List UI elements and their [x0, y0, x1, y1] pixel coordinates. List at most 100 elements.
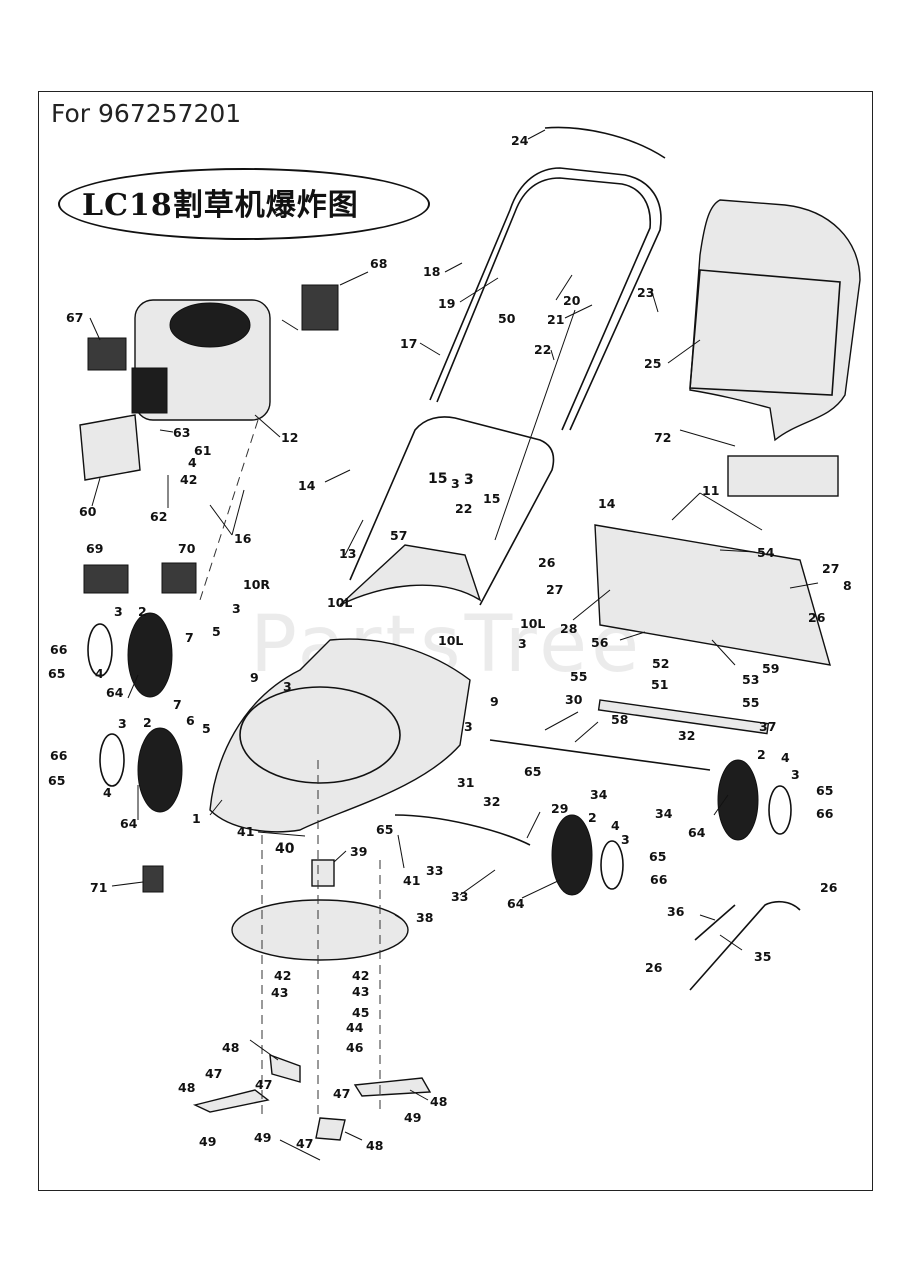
callout-3-bracket-right: 3: [518, 636, 527, 651]
callout-71: 70: [178, 541, 196, 556]
callout-56-left: 55: [570, 669, 587, 684]
callout-48-lower: 47: [296, 1136, 313, 1151]
part-36-rear-guard: [689, 900, 801, 991]
callout-72: 71: [90, 880, 107, 895]
part-1-deck: [209, 638, 471, 833]
callout-63: 62: [150, 509, 167, 524]
part-68-decal: [87, 337, 127, 371]
callout-21: 20: [563, 293, 581, 308]
callout-3-bracket-left: 3: [232, 601, 241, 616]
callout-16-left: 15: [428, 471, 447, 487]
callout-32: 31: [457, 775, 474, 790]
part-49-blade-left: [192, 1089, 270, 1113]
hub-cap-66-lower: [99, 733, 125, 787]
callout-31: 30: [565, 692, 583, 707]
part-14-lower-handle: [349, 416, 555, 606]
callout-10R: 10R: [243, 577, 270, 592]
callout-34-upper: 33: [426, 863, 443, 878]
wheel-front-left-lower: [137, 727, 183, 813]
callout-48-mid: 47: [255, 1077, 272, 1092]
part-18-upper-handle: [429, 167, 662, 431]
callout-68: 67: [66, 310, 83, 325]
callout-23-upper: 22: [534, 342, 551, 357]
callout-35-right: 34: [655, 806, 673, 821]
callout-50-left: 49: [199, 1134, 216, 1149]
callout-10L: 10L: [520, 616, 545, 631]
callout-11-right: 10L: [438, 633, 463, 648]
callout-7-lower: 7: [173, 697, 182, 712]
part-61-grill: [79, 414, 141, 481]
part-26-grass-bag-frame: [689, 269, 841, 396]
callout-52: 51: [651, 677, 668, 692]
callout-25: 24: [511, 133, 529, 148]
part-18-upper-handle-inner: [436, 177, 651, 431]
callout-33-right: 32: [678, 728, 695, 743]
callout-33-mid: 32: [483, 794, 500, 809]
part-26-grass-bag: [689, 199, 861, 442]
callout-45: 44: [346, 1020, 364, 1035]
callout-3-wheel-upper: 3: [114, 604, 123, 619]
callout-4-mid: 4: [611, 818, 620, 833]
part-31-rear-axle: [489, 739, 711, 771]
callout-40: 39: [350, 844, 367, 859]
part-30-front-axle: [394, 814, 531, 846]
callout-13: 12: [281, 430, 298, 445]
callout-27-flap: 26: [538, 555, 556, 570]
callout-12: 11: [702, 483, 719, 498]
part-13-engine-filter: [131, 367, 168, 414]
callout-3-deck-left: 3: [283, 679, 292, 694]
callout-65-mid: 64: [507, 896, 525, 911]
callout-23-lower: 22: [455, 501, 472, 516]
callout-67-right: 66: [816, 806, 834, 821]
callout-2-mid: 2: [588, 810, 597, 825]
callout-6: 6: [186, 713, 195, 728]
part-69-decal: [301, 284, 339, 331]
callout-3-right: 3: [791, 767, 800, 782]
part-72-decal: [142, 865, 164, 893]
callout-2-right: 2: [757, 747, 766, 762]
callout-37: 36: [667, 904, 685, 919]
callout-27-right: 26: [808, 610, 826, 625]
callout-3-wheel-lower: 3: [118, 716, 127, 731]
callout-65-right: 64: [688, 825, 706, 840]
callout-26: 25: [644, 356, 661, 371]
part-29-rear-flap: [594, 524, 831, 666]
callout-61: 60: [79, 504, 97, 519]
callout-42-top: 41: [237, 824, 254, 839]
callout-14: 13: [339, 546, 356, 561]
part-73-warning-decal: [727, 455, 839, 497]
callout-27-guard-bottom: 26: [645, 960, 663, 975]
callout-43-engine: 42: [180, 472, 197, 487]
callout-49-upper: 48: [222, 1040, 239, 1055]
callout-39: 38: [416, 910, 433, 925]
callout-65-upper: 64: [106, 685, 124, 700]
diagram-frame: [38, 91, 873, 1191]
callout-41: 40: [275, 841, 295, 857]
callout-67-lower: 66: [50, 748, 68, 763]
title-ellipse: [58, 168, 430, 240]
callout-3-handle-right: 3: [464, 472, 474, 488]
part-39-blade-plate: [231, 899, 409, 961]
assembly-line-4: [199, 419, 259, 601]
part-22-cable: [494, 309, 576, 541]
callout-44-left: 43: [271, 985, 288, 1000]
callout-47: 46: [346, 1040, 364, 1055]
callout-66-deck: 65: [376, 822, 393, 837]
diagram-title: LC18割草机爆炸图: [82, 188, 359, 223]
callout-36: 35: [754, 949, 771, 964]
callout-15-left: 14: [298, 478, 316, 493]
part-1-deck-opening: [239, 686, 401, 784]
part-37-spring: [694, 904, 736, 941]
callout-27-guard-top: 26: [820, 880, 838, 895]
callout-15-right: 14: [598, 496, 616, 511]
part-49-blade-lower: [315, 1117, 346, 1141]
callout-28-right: 27: [822, 561, 839, 576]
callout-17: 16: [234, 531, 252, 546]
callout-65-lower: 64: [120, 816, 138, 831]
callout-9-left: 9: [250, 670, 259, 685]
callout-62: 61: [194, 443, 211, 458]
callout-29: 28: [560, 621, 577, 636]
callout-50-mid: 49: [254, 1130, 271, 1145]
callout-67-upper: 66: [50, 642, 68, 657]
part-13-engine-top: [169, 302, 251, 348]
